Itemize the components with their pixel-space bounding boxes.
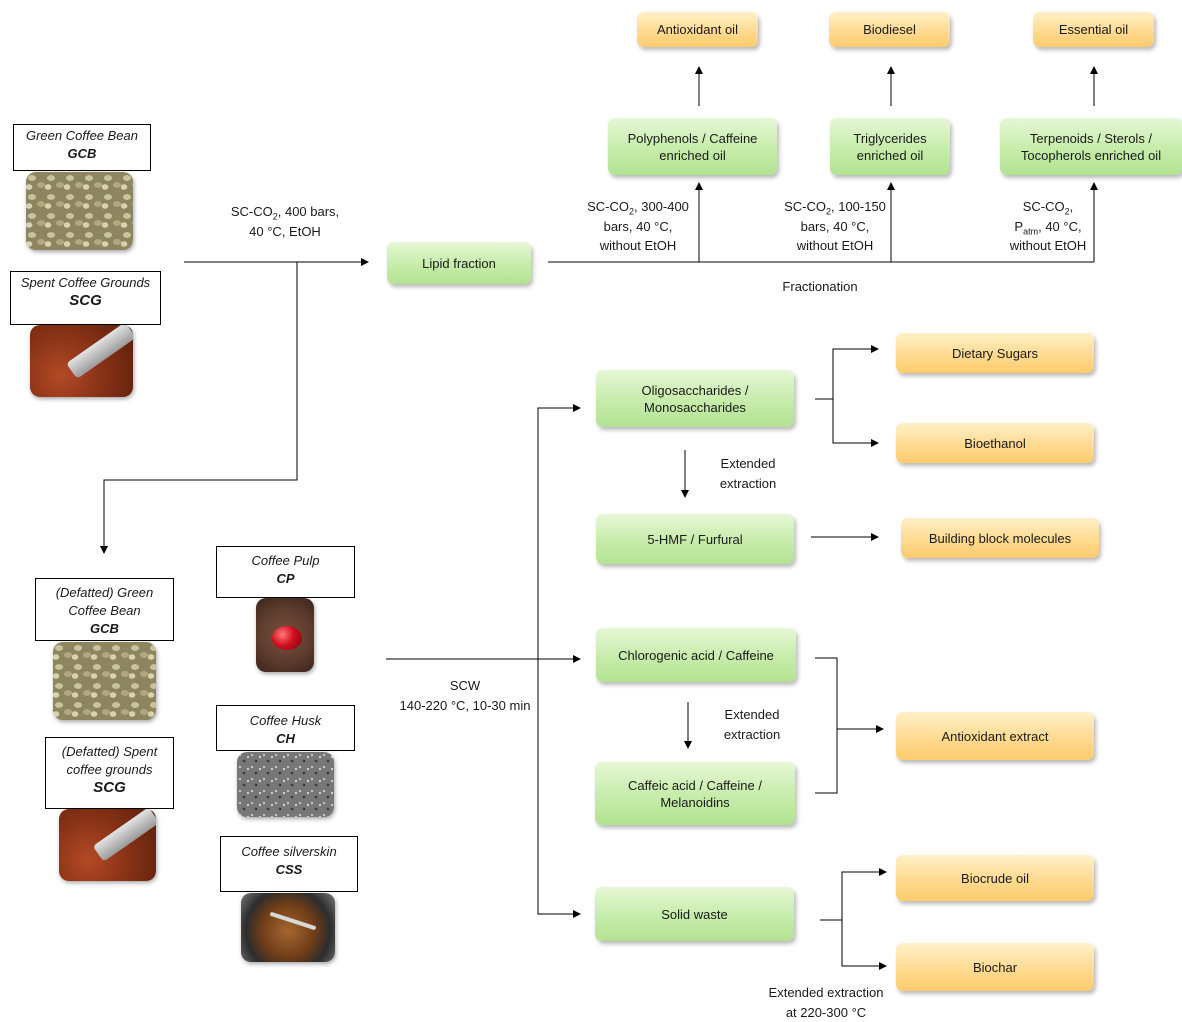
essential-oil-node: Essential oil xyxy=(1033,12,1154,47)
sc-co2-main-conditions: SC-CO2, 400 bars, 40 °C, EtOH xyxy=(230,204,340,239)
source-coffee-husk: Coffee Husk CH xyxy=(216,705,355,751)
bioethanol-node: Bioethanol xyxy=(896,423,1094,463)
hmf-furfural-node: 5-HMF / Furfural xyxy=(596,514,794,564)
extended-extraction-label-1: Extended extraction xyxy=(719,456,777,491)
antioxidant-oil-node: Antioxidant oil xyxy=(637,12,758,47)
caffeic-acid-node: Caffeic acid / Caffeine /Melanoidins xyxy=(595,762,795,825)
biochar-node: Biochar xyxy=(896,943,1094,991)
biocrude-oil-node: Biocrude oil xyxy=(896,855,1094,901)
terpenoids-oil-node: Terpenoids / Sterols /Tocopherols enrich… xyxy=(1000,118,1182,175)
fractionation-label: Fractionation xyxy=(782,279,858,294)
dietary-sugars-node: Dietary Sugars xyxy=(896,333,1094,373)
solid-waste-node: Solid waste xyxy=(595,887,794,941)
extended-extraction-high-temp-label: Extended extraction at 220-300 °C xyxy=(768,985,884,1020)
defatted-spent-coffee-grounds-photo xyxy=(59,809,156,881)
scw-conditions: SCW 140-220 °C, 10-30 min xyxy=(399,678,531,713)
source-name: Spent Coffee Grounds xyxy=(20,275,151,290)
source-coffee-pulp: Coffee Pulp CP xyxy=(216,546,355,598)
antioxidant-extract-node: Antioxidant extract xyxy=(896,712,1094,760)
green-coffee-bean-photo xyxy=(26,172,133,250)
building-block-molecules-node: Building block molecules xyxy=(901,518,1099,558)
source-defatted-spent-coffee-grounds: (Defatted) Spent coffee grounds SCG xyxy=(45,737,174,809)
lipid-fraction-node: Lipid fraction xyxy=(387,242,531,284)
fraction-conditions-3: SC-CO2, Patm, 40 °C, without EtOH xyxy=(1009,199,1087,253)
defatted-green-coffee-bean-photo xyxy=(53,642,156,720)
coffee-silverskin-photo xyxy=(241,893,335,962)
biodiesel-node: Biodiesel xyxy=(829,12,950,47)
extended-extraction-label-2: Extended extraction xyxy=(723,707,781,742)
source-defatted-green-coffee-bean: (Defatted) Green Coffee Bean GCB xyxy=(35,578,174,641)
source-green-coffee-bean: Green Coffee Bean GCB xyxy=(13,124,151,171)
fraction-conditions-1: SC-CO2, 300-400 bars, 40 °C, without EtO… xyxy=(587,199,689,253)
coffee-husk-photo xyxy=(237,752,334,817)
coffee-pulp-photo xyxy=(256,598,314,672)
fraction-conditions-2: SC-CO2, 100-150 bars, 40 °C, without EtO… xyxy=(784,199,886,253)
source-name: Green Coffee Bean xyxy=(25,128,139,143)
source-spent-coffee-grounds: Spent Coffee Grounds SCG xyxy=(10,271,161,325)
chlorogenic-acid-node: Chlorogenic acid / Caffeine xyxy=(596,628,796,682)
spent-coffee-grounds-photo xyxy=(30,325,133,397)
oligosaccharides-node: Oligosaccharides /Monosaccharides xyxy=(596,370,794,427)
source-abbr: SCG xyxy=(69,292,102,309)
source-abbr: GCB xyxy=(67,146,97,161)
source-coffee-silverskin: Coffee silverskin CSS xyxy=(220,836,358,892)
